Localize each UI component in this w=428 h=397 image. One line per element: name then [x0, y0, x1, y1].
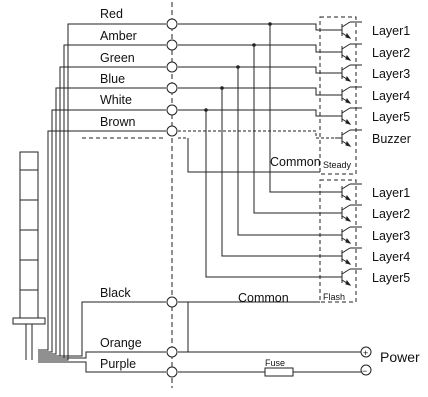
wire-1 — [38, 44, 166, 359]
wire-label-red: Red — [100, 7, 123, 21]
junction-4 — [204, 108, 208, 112]
steady-switch-3 — [335, 86, 362, 104]
wire-3 — [38, 87, 166, 355]
terminal-orange — [166, 346, 178, 358]
common-bottom-label: Common — [238, 291, 289, 305]
flash-tap-1 — [253, 45, 335, 214]
wire-black — [38, 301, 166, 357]
wire-steady-4 — [178, 109, 335, 117]
plus-symbol: + — [363, 348, 368, 358]
wire-label-amber: Amber — [100, 29, 137, 43]
junction-2 — [236, 65, 240, 69]
power-terminals — [360, 346, 372, 376]
steady-output-layer5: Layer5 — [372, 110, 410, 124]
wire-label-green: Green — [100, 51, 135, 65]
flash-tap-4 — [205, 110, 335, 278]
steady-switch-0 — [335, 21, 362, 39]
flash-output-layer3: Layer3 — [372, 229, 410, 243]
orange-wire-label: Orange — [100, 336, 142, 350]
terminal-2 — [166, 61, 178, 73]
fuse-symbol — [264, 367, 294, 377]
steady-switch-4 — [335, 107, 362, 125]
wire-steady-5 — [178, 130, 335, 139]
wire-steady-0 — [178, 23, 335, 31]
power-label: Power — [380, 349, 420, 365]
flash-output-layer4: Layer4 — [372, 250, 410, 264]
minus-symbol: − — [362, 366, 367, 376]
terminal-purple — [166, 366, 178, 378]
wire-orange — [38, 351, 166, 359]
flash-tap-2 — [237, 67, 335, 236]
flash-output-layer5: Layer5 — [372, 271, 410, 285]
flash-label: Flash — [323, 292, 345, 302]
junction-1 — [252, 43, 256, 47]
black-wire-label: Black — [100, 286, 131, 300]
wire-0 — [38, 23, 166, 361]
terminal-1 — [166, 39, 178, 51]
flash-box — [319, 179, 357, 303]
steady-output-buzzer: Buzzer — [372, 132, 411, 146]
purple-wire-label: Purple — [100, 357, 136, 371]
flash-tap-3 — [221, 88, 335, 257]
fuse-label: Fuse — [265, 358, 285, 368]
flash-output-layer2: Layer2 — [372, 207, 410, 221]
wire-purple — [38, 361, 166, 373]
terminal-3 — [166, 82, 178, 94]
junction-0 — [268, 22, 272, 26]
wire-steady-3 — [178, 87, 335, 96]
steady-output-layer4: Layer4 — [372, 89, 410, 103]
steady-output-layer2: Layer2 — [372, 46, 410, 60]
flash-tap-0 — [269, 24, 335, 193]
wire-4 — [38, 109, 166, 353]
wire-5 — [38, 130, 166, 351]
flash-switch-0 — [335, 183, 362, 201]
steady-box — [319, 16, 357, 175]
wire-label-brown: Brown — [100, 115, 135, 129]
steady-switch-2 — [335, 64, 362, 82]
flash-switch-1 — [335, 204, 362, 222]
steady-output-layer1: Layer1 — [372, 24, 410, 38]
terminal-4 — [166, 104, 178, 116]
steady-output-layer3: Layer3 — [372, 67, 410, 81]
flash-output-layer1: Layer1 — [372, 186, 410, 200]
terminal-black — [166, 296, 178, 308]
steady-switch-5 — [335, 129, 362, 147]
wire-steady-1 — [178, 44, 335, 53]
steady-switch-1 — [335, 43, 362, 61]
flash-switch-2 — [335, 226, 362, 244]
wire-label-white: White — [100, 93, 132, 107]
terminal-0 — [166, 18, 178, 30]
common-top-rail — [187, 138, 320, 173]
wire-label-blue: Blue — [100, 72, 125, 86]
tower-light — [12, 151, 46, 360]
terminal-5 — [166, 125, 178, 137]
wire-steady-2 — [178, 66, 335, 74]
flash-switch-4 — [335, 268, 362, 286]
steady-label: Steady — [323, 160, 352, 170]
flash-switch-3 — [335, 247, 362, 265]
junction-3 — [220, 86, 224, 90]
common-top-label: Common — [270, 155, 321, 169]
